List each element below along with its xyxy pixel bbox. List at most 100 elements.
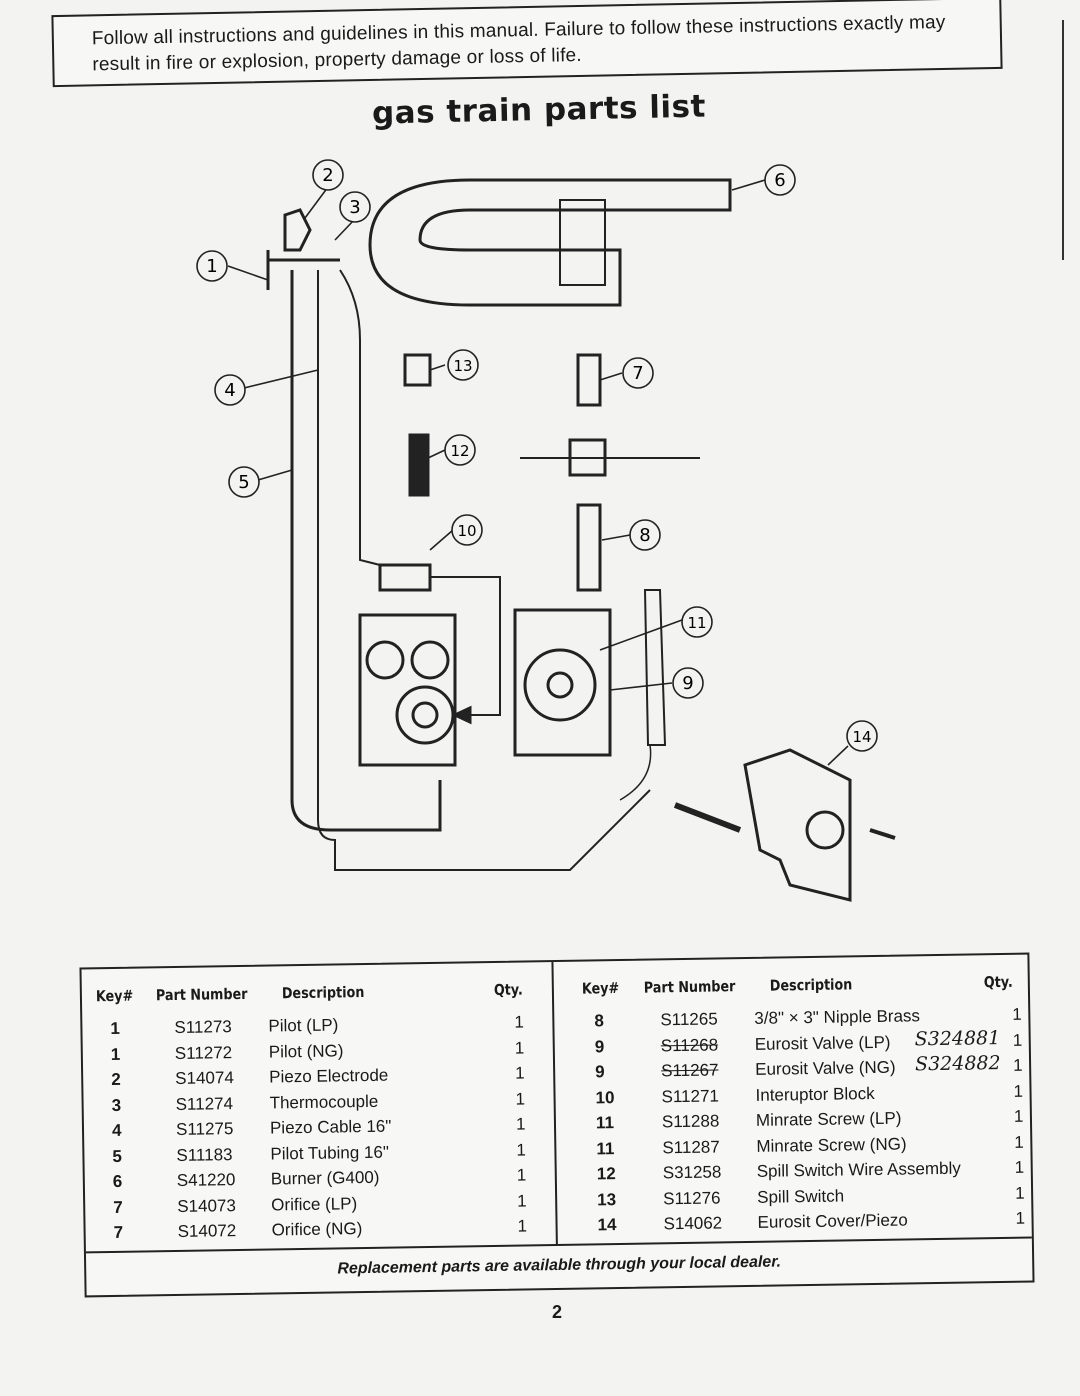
callout-4: 4 (214, 374, 246, 406)
row-description: Spill Switch Wire Assembly (756, 1158, 961, 1181)
callout-11: 11 (681, 606, 713, 638)
row-description: Orifice (LP) (271, 1193, 358, 1214)
callout-8: 8 (629, 519, 661, 551)
row-key: 7 (113, 1222, 124, 1242)
row-qty: 1 (514, 1038, 525, 1058)
row-qty: 1 (1014, 1132, 1024, 1152)
callout-6: 6 (764, 164, 796, 196)
row-key: 5 (112, 1146, 123, 1166)
callout-10: 10 (451, 514, 483, 546)
callout-1: 1 (196, 250, 228, 282)
row-qty: 1 (1013, 1106, 1024, 1126)
svg-text:10: 10 (457, 522, 476, 540)
svg-text:13: 13 (453, 357, 472, 375)
row-key: 4 (111, 1120, 122, 1140)
gas-valve-back (513, 608, 612, 757)
row-key: 8 (594, 1011, 604, 1031)
row-description: 3/8" × 3" Nipple Brass (754, 1006, 921, 1028)
svg-text:11: 11 (687, 614, 706, 632)
page-number: 2 (552, 1302, 563, 1322)
row-qty: 1 (1012, 1055, 1023, 1075)
row-description: Pilot (LP) (268, 1015, 339, 1036)
row-key: 10 (595, 1087, 615, 1107)
svg-text:2: 2 (322, 165, 333, 186)
row-qty: 1 (1015, 1208, 1026, 1228)
row-description: Piezo Electrode (269, 1065, 389, 1087)
row-part-number: S11274 (175, 1093, 234, 1114)
row-key: 9 (594, 1036, 605, 1056)
row-qty: 1 (515, 1063, 525, 1083)
row-part-number: S11275 (175, 1119, 234, 1139)
interruptor-wire (430, 576, 501, 716)
handwritten-part-number: S324881 (914, 1026, 1001, 1050)
header-key: Key# (581, 979, 620, 998)
row-part-number: S11183 (176, 1144, 233, 1165)
pilot-tubing (290, 270, 442, 832)
callout-5: 5 (228, 466, 260, 498)
row-key: 1 (110, 1044, 121, 1064)
callout-9: 9 (672, 667, 704, 699)
row-description: Minrate Screw (LP) (755, 1108, 902, 1130)
warning-text: Follow all instructions and guidelines i… (91, 11, 946, 76)
row-key: 13 (597, 1189, 617, 1209)
row-description: Eurosit Valve (LP) (754, 1032, 891, 1054)
row-part-number: S11268 (660, 1034, 719, 1055)
gas-valve-front (358, 613, 457, 767)
minrate-screw (643, 589, 667, 746)
row-qty: 1 (516, 1139, 526, 1160)
svg-text:8: 8 (639, 525, 650, 546)
row-key: 7 (113, 1197, 123, 1217)
header-description: Description (281, 983, 365, 1003)
row-description: Pilot Tubing 16" (270, 1142, 390, 1164)
callout-7: 7 (622, 357, 654, 389)
spill-switch (403, 353, 432, 387)
row-qty: 1 (517, 1190, 527, 1211)
svg-text:7: 7 (632, 363, 643, 384)
row-description: Pilot (NG) (268, 1040, 344, 1062)
row-qty: 1 (1012, 1030, 1023, 1050)
cover-screw (869, 828, 896, 840)
row-description: Spill Switch (757, 1186, 845, 1207)
callout-13: 13 (447, 349, 479, 381)
callout-3: 3 (339, 191, 371, 223)
parts-diagram-svg: 1 2 3 4 5 6 7 8 9 10 11 12 13 14 (196, 159, 896, 902)
orifice (576, 353, 602, 407)
row-part-number: S11272 (174, 1042, 233, 1063)
row-key: 1 (110, 1018, 121, 1039)
row-qty: 1 (1014, 1183, 1025, 1203)
nipple-brass (576, 503, 602, 592)
header-key: Key# (95, 986, 134, 1006)
row-part-number: S31258 (662, 1162, 722, 1183)
handwritten-part-number: S324882 (914, 1052, 1001, 1076)
scan-edge-line (1062, 20, 1064, 260)
row-description: Eurosit Valve (NG) (755, 1057, 896, 1079)
callout-2: 2 (312, 159, 344, 191)
row-part-number: S11276 (663, 1187, 721, 1208)
header-description: Description (769, 975, 853, 995)
row-description: Piezo Cable 16" (269, 1116, 392, 1138)
svg-text:5: 5 (238, 472, 249, 493)
row-key: 9 (595, 1062, 605, 1082)
row-key: 12 (596, 1164, 616, 1184)
row-qty: 1 (1012, 1004, 1022, 1024)
eurosit-cover (743, 748, 852, 902)
row-part-number: S11273 (174, 1017, 232, 1037)
row-qty: 1 (515, 1088, 526, 1109)
header-qty: Qty. (983, 972, 1013, 992)
burner-shape (368, 178, 732, 307)
row-key: 6 (112, 1171, 123, 1191)
burner-inlet (559, 199, 606, 286)
header-part-number: Part Number (155, 984, 248, 1005)
row-qty: 1 (1013, 1081, 1024, 1101)
row-key: 11 (595, 1113, 615, 1133)
callout-14: 14 (846, 720, 878, 752)
row-part-number: S14074 (175, 1068, 234, 1088)
row-description: Thermocouple (269, 1091, 379, 1113)
svg-text:4: 4 (224, 380, 235, 401)
row-key: 14 (597, 1215, 617, 1235)
header-qty: Qty. (493, 980, 523, 999)
pilot-bracket (266, 250, 340, 290)
